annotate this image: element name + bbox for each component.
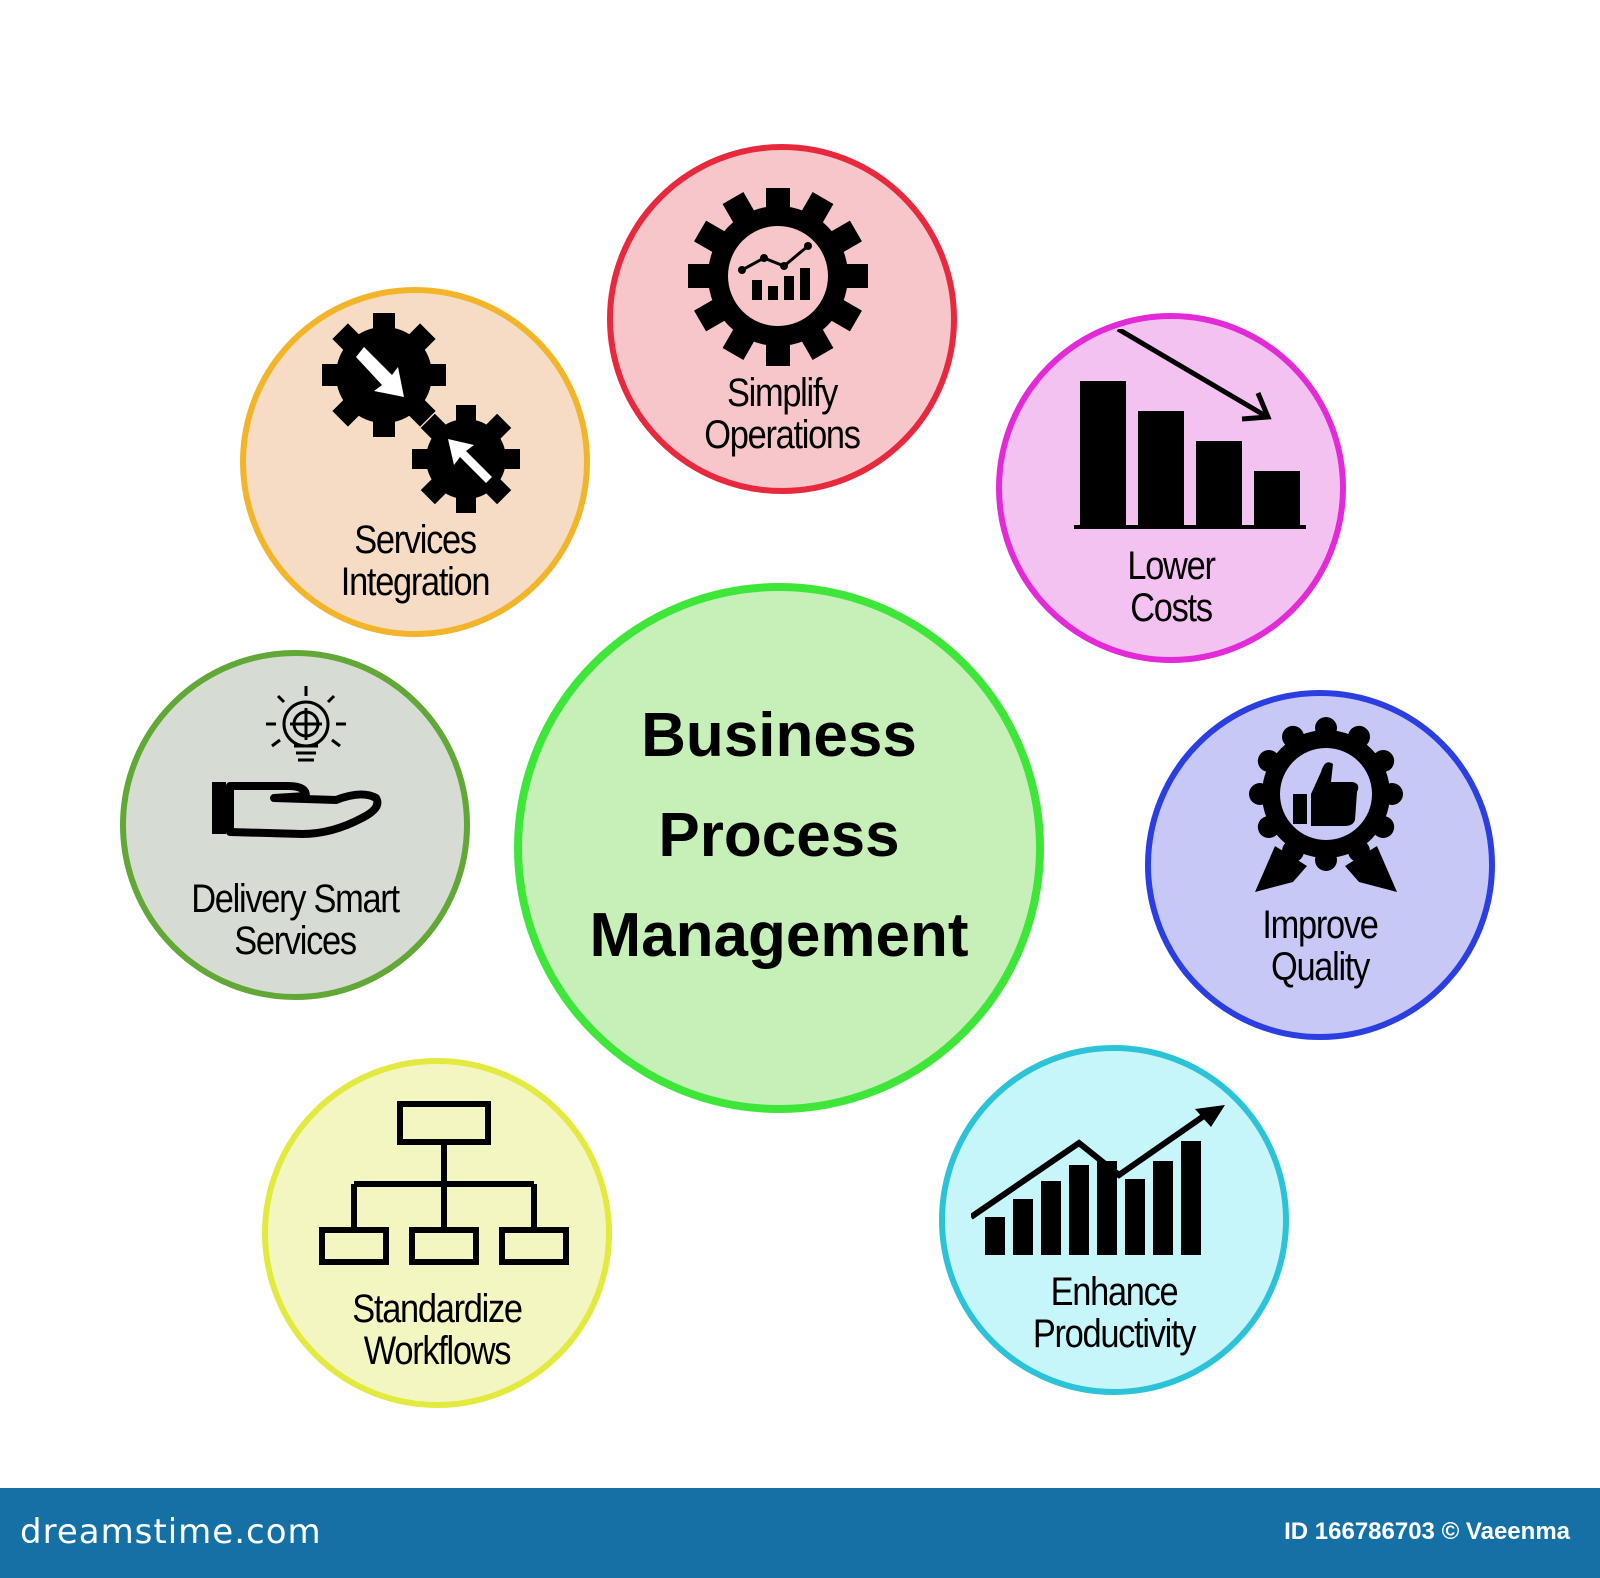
node-label-line: Services xyxy=(354,518,477,562)
node-label-line: Workflows xyxy=(363,1329,512,1373)
node-label: Delivery Smart Services xyxy=(150,878,441,962)
brand-text: dreamstime.com xyxy=(20,1512,322,1552)
center-title-line: Process xyxy=(658,801,900,870)
center-title-line: Business xyxy=(641,701,917,770)
node-label-line: Productivity xyxy=(1032,1312,1197,1356)
node-label: Standardize Workflows xyxy=(292,1288,583,1372)
gear-chart-icon xyxy=(688,188,868,366)
center-title: Business Process Management xyxy=(522,686,1036,986)
node-label-line: Improve xyxy=(1262,903,1379,947)
node-label-line: Operations xyxy=(704,413,861,457)
node-label: Simplify Operations xyxy=(637,372,928,456)
footer-bar: dreamstime.com ID 166786703 © Vaeenma xyxy=(0,1488,1600,1578)
gears-arrows-icon xyxy=(322,313,520,513)
rising-bar-chart-icon xyxy=(971,1105,1225,1255)
node-label-line: Delivery Smart xyxy=(191,877,400,921)
node-label-line: Services xyxy=(234,919,357,963)
node-label: Enhance Productivity xyxy=(969,1271,1260,1355)
node-label-line: Integration xyxy=(340,560,491,604)
quality-badge-thumbs-up-icon xyxy=(1249,717,1403,892)
node-improve-quality: Improve Quality xyxy=(1145,690,1495,1040)
node-standardize-workflows: Standardize Workflows xyxy=(262,1058,612,1408)
declining-bar-chart-icon xyxy=(1074,329,1306,529)
org-chart-icon xyxy=(319,1101,569,1265)
node-label: Services Integration xyxy=(270,519,561,603)
diagram-canvas: Business Process Management xyxy=(120,144,1495,1408)
node-label-line: Costs xyxy=(1130,586,1213,630)
center-node: Business Process Management xyxy=(514,583,1044,1113)
node-label-line: Quality xyxy=(1270,945,1370,989)
node-label-line: Enhance xyxy=(1050,1270,1179,1314)
node-label: Lower Costs xyxy=(1026,545,1317,629)
node-services-integration: Services Integration xyxy=(240,287,590,637)
node-label-line: Lower xyxy=(1127,544,1216,588)
node-enhance-productivity: Enhance Productivity xyxy=(939,1045,1289,1395)
center-title-line: Management xyxy=(589,901,969,970)
node-label: Improve Quality xyxy=(1175,904,1466,988)
node-lower-costs: Lower Costs xyxy=(996,313,1346,663)
node-simplify-operations: Simplify Operations xyxy=(607,144,957,494)
hand-lightbulb-icon xyxy=(212,686,382,838)
image-credit: ID 166786703 © Vaeenma xyxy=(1284,1518,1570,1545)
node-label-line: Simplify xyxy=(726,371,838,415)
node-delivery-smart-services: Delivery Smart Services xyxy=(120,650,470,1000)
node-label-line: Standardize xyxy=(352,1287,523,1331)
